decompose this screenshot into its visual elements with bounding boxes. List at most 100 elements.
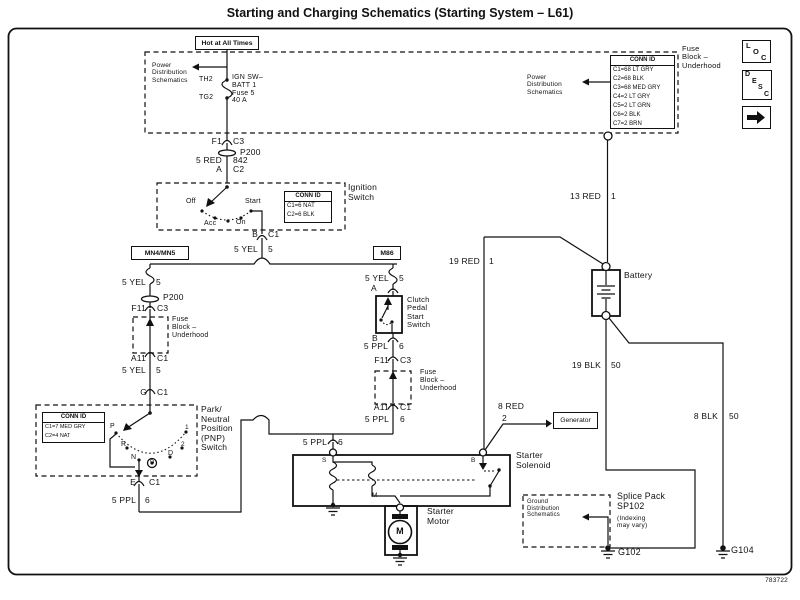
splice-pack-note: (Indexing may vary) [617,515,648,530]
terminal-a11: A11 [373,402,389,412]
wire-label-5-ppl: 5 PPL [364,414,389,424]
ground-g104-label: G104 [731,545,754,555]
wire-label-5-yel: 5 YEL [121,365,146,375]
clutch-switch-label: Clutch Pedal Start Switch [407,295,431,330]
wire-gauge: 5 [156,365,161,375]
terminal-a11: A11 [130,353,146,363]
connector-c3: C3 [400,355,412,365]
terminal-th2: TH2 [199,76,213,83]
wire-gauge: 50 [729,411,739,421]
ign-pos-on: On [236,219,246,226]
ign-pos-acc: Acc [204,220,217,227]
pnp-pos-n: N [131,454,137,461]
ground-dist-ref: Ground Distribution Schematics [527,499,561,519]
starter-solenoid-label: Starter Solenoid [516,450,551,470]
terminals [140,131,613,545]
power-dist-ref-right: Power Distribution Schematics [527,74,563,96]
arrowheads [123,63,589,550]
wire-label-5-ppl: 5 PPL [302,437,327,447]
motor-symbol-letter: M [396,526,404,536]
conn-id-header: CONN ID [611,56,674,66]
conn-id-row: C2=4 NAT [45,433,71,439]
conn-id-table-pnp: CONN ID C1=7 MED GRY C2=4 NAT [42,412,105,443]
pnp-pos-r: R [121,441,127,448]
conn-id-row: C2=6 BLK [287,212,315,218]
terminal-b: B [252,229,258,239]
wire-label-5-ppl: 5 PPL [111,495,136,505]
wire-gauge: 5 [399,273,404,283]
right-arrow-icon [747,111,765,124]
desc-button[interactable]: D E S C [742,70,772,100]
wire-gauge: 1 [489,256,494,266]
connector-c1: C1 [268,229,280,239]
wire-label-13-red: 13 RED [570,191,601,201]
page-border [7,27,793,576]
grommet-p200: P200 [240,147,261,157]
wire-gauge: 5 [156,277,161,287]
wire-gauge: 6 [400,414,405,424]
next-arrow-button[interactable] [742,106,771,129]
wire-label-5-ppl: 5 PPL [363,341,388,351]
wire-label-8-blk: 8 BLK [693,411,718,421]
wire-label-8-red: 8 RED [498,401,525,411]
wire-label-5-red: 5 RED [195,155,222,165]
solenoid-terminal-b: B [471,457,476,464]
splice-pack-label: Splice Pack SP102 [617,491,666,511]
connector-c1: C1 [157,387,169,397]
desc-letter: C [764,90,770,98]
ground-g102-label: G102 [618,547,641,557]
wire-label-5-yel: 5 YEL [364,273,389,283]
fuse-block-label: Fuse Block – Underhood [682,44,721,70]
conn-id-row: C6=2 BLK [613,112,641,118]
fuse-block-label: Fuse Block – Underhood [172,316,209,339]
conn-id-row: C3=68 MED GRY [613,85,661,91]
connector-tag-m86: M86 [373,246,401,260]
hot-at-all-times-label: Hot at All Times [201,39,253,47]
ign-pos-start: Start [245,198,261,205]
wires-solid [109,50,730,566]
desc-letter: D [745,71,751,78]
circuit-842: 842 [233,155,248,165]
terminal-g: G [140,387,147,397]
conn-id-row: C2=68 BLK [613,76,644,82]
solenoid-terminal-m: M [372,492,378,499]
conn-id-header: CONN ID [43,413,104,423]
conn-id-row: C5=2 LT GRN [613,103,651,109]
connector-c3: C3 [157,303,169,313]
desc-letter: S [758,84,763,91]
connector-c2: C2 [233,164,245,174]
conn-id-row: C1=68 LT GRY [613,67,654,73]
pnp-pos-d: D [168,450,174,457]
conn-id-table-fuse-block: CONN ID C1=68 LT GRY C2=68 BLK C3=68 MED… [610,55,675,129]
wire-label-19-red: 19 RED [449,256,480,266]
connector-c3: C3 [233,136,245,146]
connector-c1: C1 [400,402,412,412]
wire-gauge: 6 [145,495,150,505]
doc-number: 783722 [765,577,788,584]
terminal-e: E [130,477,136,487]
loc-letter: C [761,53,767,62]
solenoid-terminal-s: S [322,457,327,464]
pnp-pos-2: 2 [181,441,185,448]
conn-id-row: C1=6 NAT [287,203,315,209]
loc-button[interactable]: L O C [742,40,771,63]
loc-letter: L [746,41,751,50]
wire-gauge: 2 [502,413,507,423]
terminal-f11: F11 [374,355,389,365]
ign-pos-off: Off [186,198,196,205]
loc-letter: O [753,47,759,56]
generator-label: Generator [560,417,591,424]
pnp-pos-1: 1 [185,424,189,431]
ign-fuse-label: IGN SW– BATT 1 Fuse 5 40 A [232,74,263,105]
wire-gauge: 50 [611,360,621,370]
wire-label-5-yel: 5 YEL [233,244,258,254]
conn-id-table-ignition: CONN ID C1=6 NAT C2=6 BLK [284,191,332,223]
wire-gauge: 1 [611,191,616,201]
conn-id-row: C4=2 LT GRY [613,94,651,100]
hot-at-all-times-box: Hot at All Times [195,36,259,50]
wire-label-5-yel: 5 YEL [121,277,146,287]
terminal-tg2: TG2 [199,94,214,101]
terminal-a: A [371,283,377,293]
wire-gauge: 6 [399,341,404,351]
